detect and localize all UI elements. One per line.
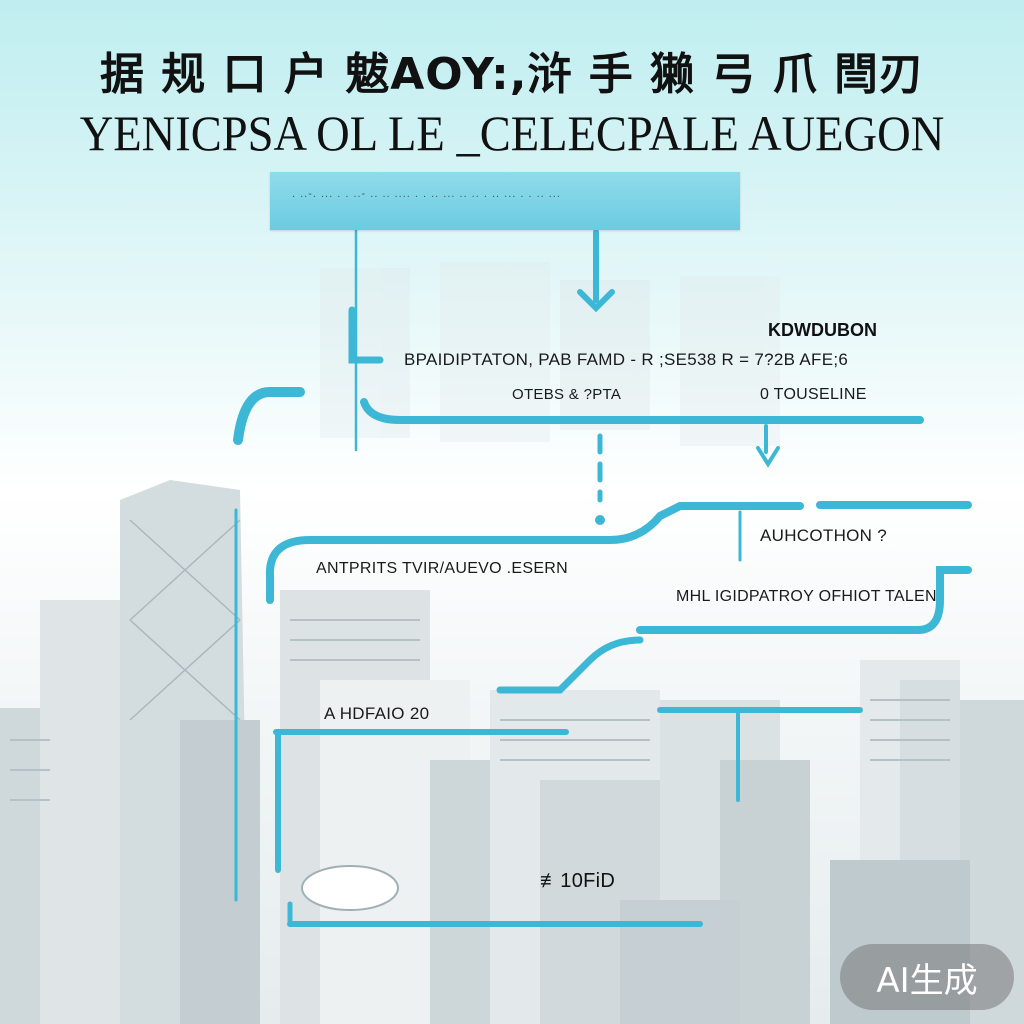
ai-generated-badge: AI生成 (840, 944, 1014, 1010)
label-hdfaio: A HDFAIO 20 (324, 704, 430, 723)
heading-line-2: YENICPSA OL LE _CELECPALE AUEGON (79, 105, 945, 161)
flow-connectors (233, 228, 972, 927)
label-kdwdubon: KDWDUBON (768, 320, 877, 340)
heading-line-1: 据 规 口 户 魃AOY:,浒 手 獭 弓 爪 閆刃 (99, 49, 925, 100)
label-otouseline: 0 TOUSELINE (760, 386, 867, 403)
label-row-1: BPAIDIPTATON, PAB FAMD - R ;SE538 R = 7?… (404, 350, 849, 369)
top-box-caption: . ..-. ... . . ..- .. .. .... . . .. ...… (292, 188, 561, 200)
label-bottom: ≢10FiD (540, 870, 616, 892)
city-skyline (0, 480, 1024, 1024)
label-aucothon: AUHCOTHON ? (760, 526, 888, 545)
label-otebs: OTEBS & ?PTA (512, 386, 622, 403)
label-antprits: ANTPRITS TVIR/AUEVO .ESERN (316, 560, 568, 577)
top-process-box: . ..-. ... . . ..- .. .. .... . . .. ...… (270, 172, 740, 230)
ai-generated-text: AI生成 (876, 960, 978, 1001)
label-mhl: MHL IGIDPATROY OFHIOT TALEN (676, 588, 937, 605)
